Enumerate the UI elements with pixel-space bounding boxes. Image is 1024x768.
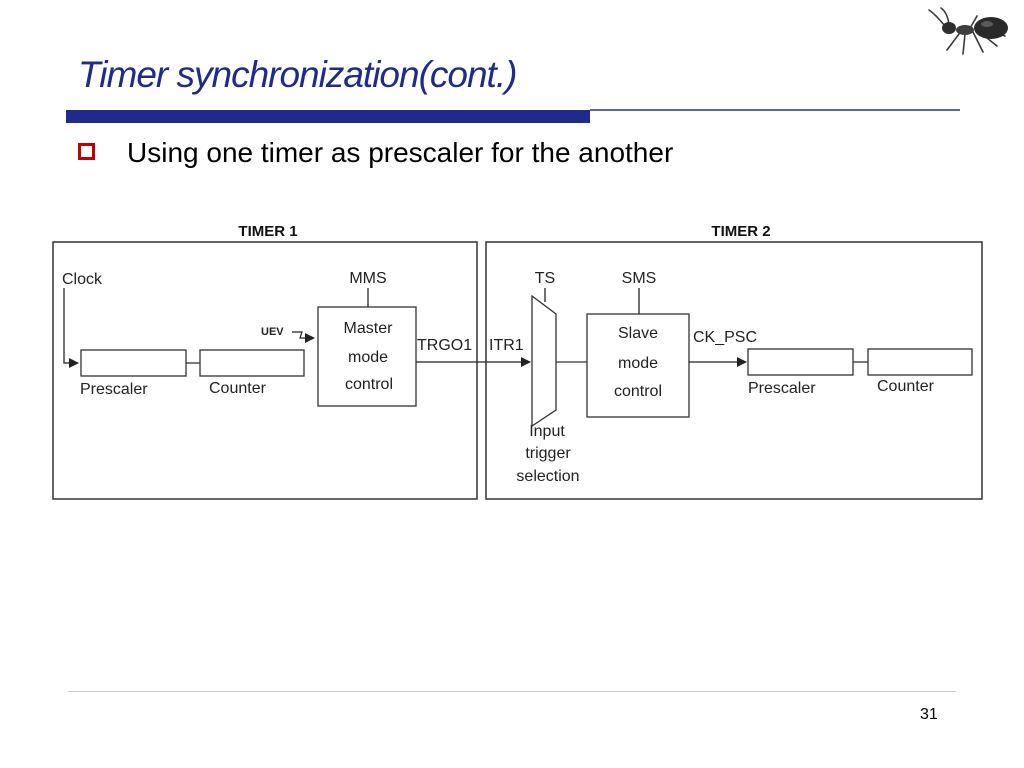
- title-underline-thick: [66, 110, 590, 123]
- timer1-counter-box: [199, 349, 305, 377]
- timer2-header: TIMER 2: [711, 223, 770, 240]
- hollow-square-bullet-icon: [78, 143, 95, 160]
- ck-psc-label: CK_PSC: [693, 329, 757, 346]
- mode-label: mode: [348, 349, 388, 366]
- slave-mode-control-box: [586, 313, 690, 418]
- timer1-prescaler-box: [80, 349, 187, 377]
- uev-label: UEV: [261, 326, 284, 338]
- timer2-frame: [485, 241, 983, 500]
- timer2-counter-label: Counter: [877, 378, 935, 395]
- slave-mode-label: mode: [618, 355, 658, 372]
- control-label: control: [345, 376, 393, 393]
- trigger-label: trigger: [525, 445, 571, 462]
- timer1-frame: [52, 241, 478, 500]
- input-trigger-mux: [531, 294, 557, 428]
- mms-label: MMS: [349, 270, 386, 287]
- timer1-counter-label: Counter: [209, 380, 267, 397]
- page-number: 31: [920, 706, 938, 723]
- master-label: Master: [344, 320, 394, 337]
- ant-logo-icon: [928, 7, 1008, 55]
- trgo1-label: TRGO1: [417, 337, 472, 354]
- timer-sync-diagram: TIMER 1 TIMER 2 Clock Prescaler Counter …: [52, 223, 983, 500]
- uev-arrow: [292, 331, 315, 343]
- clock-label: Clock: [62, 271, 103, 288]
- clock-line: [63, 288, 79, 368]
- title-underline-thin: [590, 109, 960, 111]
- slave-label: Slave: [618, 325, 658, 342]
- footer-divider: [68, 691, 956, 692]
- input-label: Input: [529, 423, 565, 440]
- timer2-prescaler-box: [747, 348, 854, 376]
- timer1-prescaler-label: Prescaler: [80, 381, 148, 398]
- master-mode-control-box: [317, 306, 417, 407]
- bullet-text: Using one timer as prescaler for the ano…: [127, 137, 674, 168]
- timer2-prescaler-label: Prescaler: [748, 380, 816, 397]
- itr1-label: ITR1: [489, 337, 524, 354]
- slave-control-label: control: [614, 383, 662, 400]
- sms-label: SMS: [622, 270, 657, 287]
- slide-title: Timer synchronization(cont.): [78, 54, 517, 95]
- timer1-header: TIMER 1: [238, 223, 297, 240]
- selection-label: selection: [516, 468, 579, 485]
- ts-label: TS: [535, 270, 555, 287]
- timer2-counter-box: [867, 348, 973, 376]
